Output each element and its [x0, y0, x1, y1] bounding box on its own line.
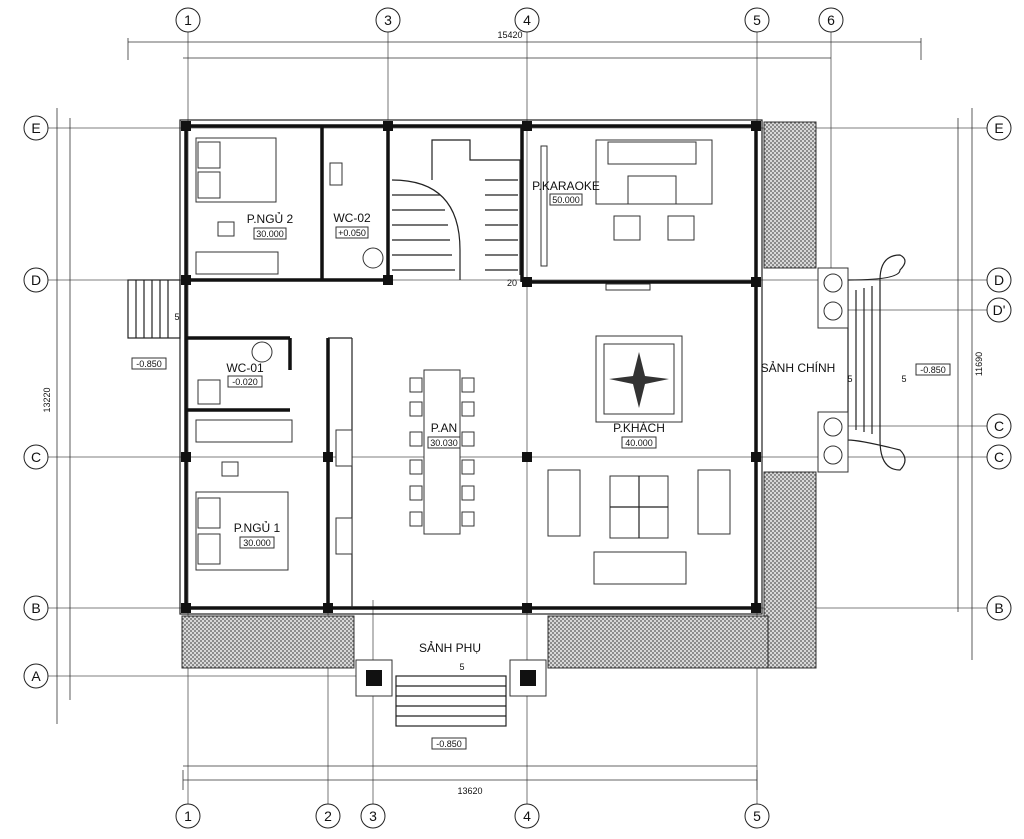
living-armchair-right — [697, 469, 731, 535]
level-bottom-ext: -0.850 — [436, 739, 462, 749]
room-level-living: 40.000 — [625, 438, 653, 448]
building-outline-outer — [179, 119, 763, 615]
axis-bottom-2: 2 — [324, 808, 332, 824]
axis-bottom-4: 4 — [523, 808, 531, 824]
exterior-walls — [179, 119, 763, 615]
exterior-levels: -0.850 -0.850 -0.850 — [131, 357, 951, 750]
room-name-main-hall: SẢNH CHÍNH — [761, 360, 836, 375]
axis-top-6: 6 — [827, 12, 835, 28]
terrace-bottom-right — [763, 471, 817, 669]
room-name-dining: P.AN — [431, 421, 457, 435]
axis-left-B: B — [31, 600, 40, 616]
axis-right-C: C — [994, 449, 1004, 465]
side-entrance-stair: 5 — [355, 659, 547, 727]
building-outline — [184, 124, 758, 610]
axis-bottom-1: 1 — [184, 808, 192, 824]
room-level-wc02: +0.050 — [338, 228, 366, 238]
living-armchair-left — [547, 469, 581, 537]
terrace-bottom-mid — [547, 615, 769, 669]
room-name-karaoke: P.KARAOKE — [532, 179, 600, 193]
interior-walls — [186, 126, 756, 608]
dining-table — [423, 369, 461, 535]
axis-left-A: A — [31, 668, 41, 684]
axis-bubbles-top: 1 3 4 5 6 — [175, 7, 844, 33]
room-name-wc02: WC-02 — [333, 211, 371, 225]
dim-left-overall: 13220 — [42, 387, 52, 412]
room-name-wc01: WC-01 — [226, 361, 264, 375]
dimension-labels: 15420 13620 13220 11690 — [42, 30, 984, 796]
room-labels: P.NGỦ 2 30.000 WC-02 +0.050 P.KARAOKE 50… — [226, 179, 835, 655]
main-stair-step-label: 5 — [847, 374, 852, 384]
stair-count-label: 20 — [507, 278, 517, 288]
room-name-living: P.KHÁCH — [613, 420, 665, 435]
room-name-bedroom2: P.NGỦ 2 — [247, 211, 294, 226]
main-staircase: 20 — [391, 139, 521, 288]
level-left-ext: -0.850 — [136, 359, 162, 369]
side-stair-step-label: 5 — [459, 662, 464, 672]
terrace-top-right — [763, 121, 817, 269]
room-level-bedroom1: 30.000 — [243, 538, 271, 548]
terraces — [181, 121, 817, 669]
dimension-lines — [56, 38, 973, 790]
living-sofa — [593, 551, 687, 585]
room-name-side-hall: SẢNH PHỤ — [419, 640, 481, 655]
axis-right-D: D — [994, 272, 1004, 288]
axis-bottom-5: 5 — [753, 808, 761, 824]
axis-left-C: C — [31, 449, 41, 465]
axis-top-4: 4 — [523, 12, 531, 28]
columns — [181, 121, 761, 613]
wardrobe-bedroom2 — [195, 251, 279, 275]
terrace-bottom-left — [181, 615, 355, 669]
axis-right-C-upper: C — [994, 418, 1004, 434]
room-level-dining: 30.030 — [430, 438, 458, 448]
room-level-bedroom2: 30.000 — [256, 229, 284, 239]
left-stair-step-label: 5 — [174, 312, 179, 322]
axis-right-E: E — [994, 120, 1003, 136]
wardrobe-bedroom1 — [195, 419, 293, 443]
axis-bottom-3: 3 — [369, 808, 377, 824]
dim-right-overall: 11690 — [974, 352, 984, 376]
furniture — [195, 137, 731, 585]
main-entrance-stair: 5 5 — [817, 254, 907, 473]
room-level-wc01: -0.020 — [232, 377, 258, 387]
axis-top-3: 3 — [384, 12, 392, 28]
left-exterior-stair: 5 — [127, 279, 181, 339]
axis-bubbles-left: E D C B A — [23, 115, 49, 689]
main-stair-step-label-right: 5 — [901, 374, 906, 384]
axis-bubbles-right: E D D' C C B — [986, 115, 1012, 621]
axis-top-1: 1 — [184, 12, 192, 28]
axis-left-D: D — [31, 272, 41, 288]
dim-bottom-overall: 13620 — [457, 786, 482, 796]
axis-right-B: B — [994, 600, 1003, 616]
dim-top-overall: 15420 — [497, 30, 522, 40]
axis-bubbles-bottom: 1 2 3 4 5 — [175, 803, 770, 829]
level-right-ext: -0.850 — [920, 365, 946, 375]
axis-right-D-prime: D' — [993, 302, 1006, 318]
room-level-karaoke: 50.000 — [552, 195, 580, 205]
compass-rose — [609, 352, 669, 408]
room-name-bedroom1: P.NGỦ 1 — [234, 520, 281, 535]
axis-top-5: 5 — [753, 12, 761, 28]
axis-left-E: E — [31, 120, 40, 136]
